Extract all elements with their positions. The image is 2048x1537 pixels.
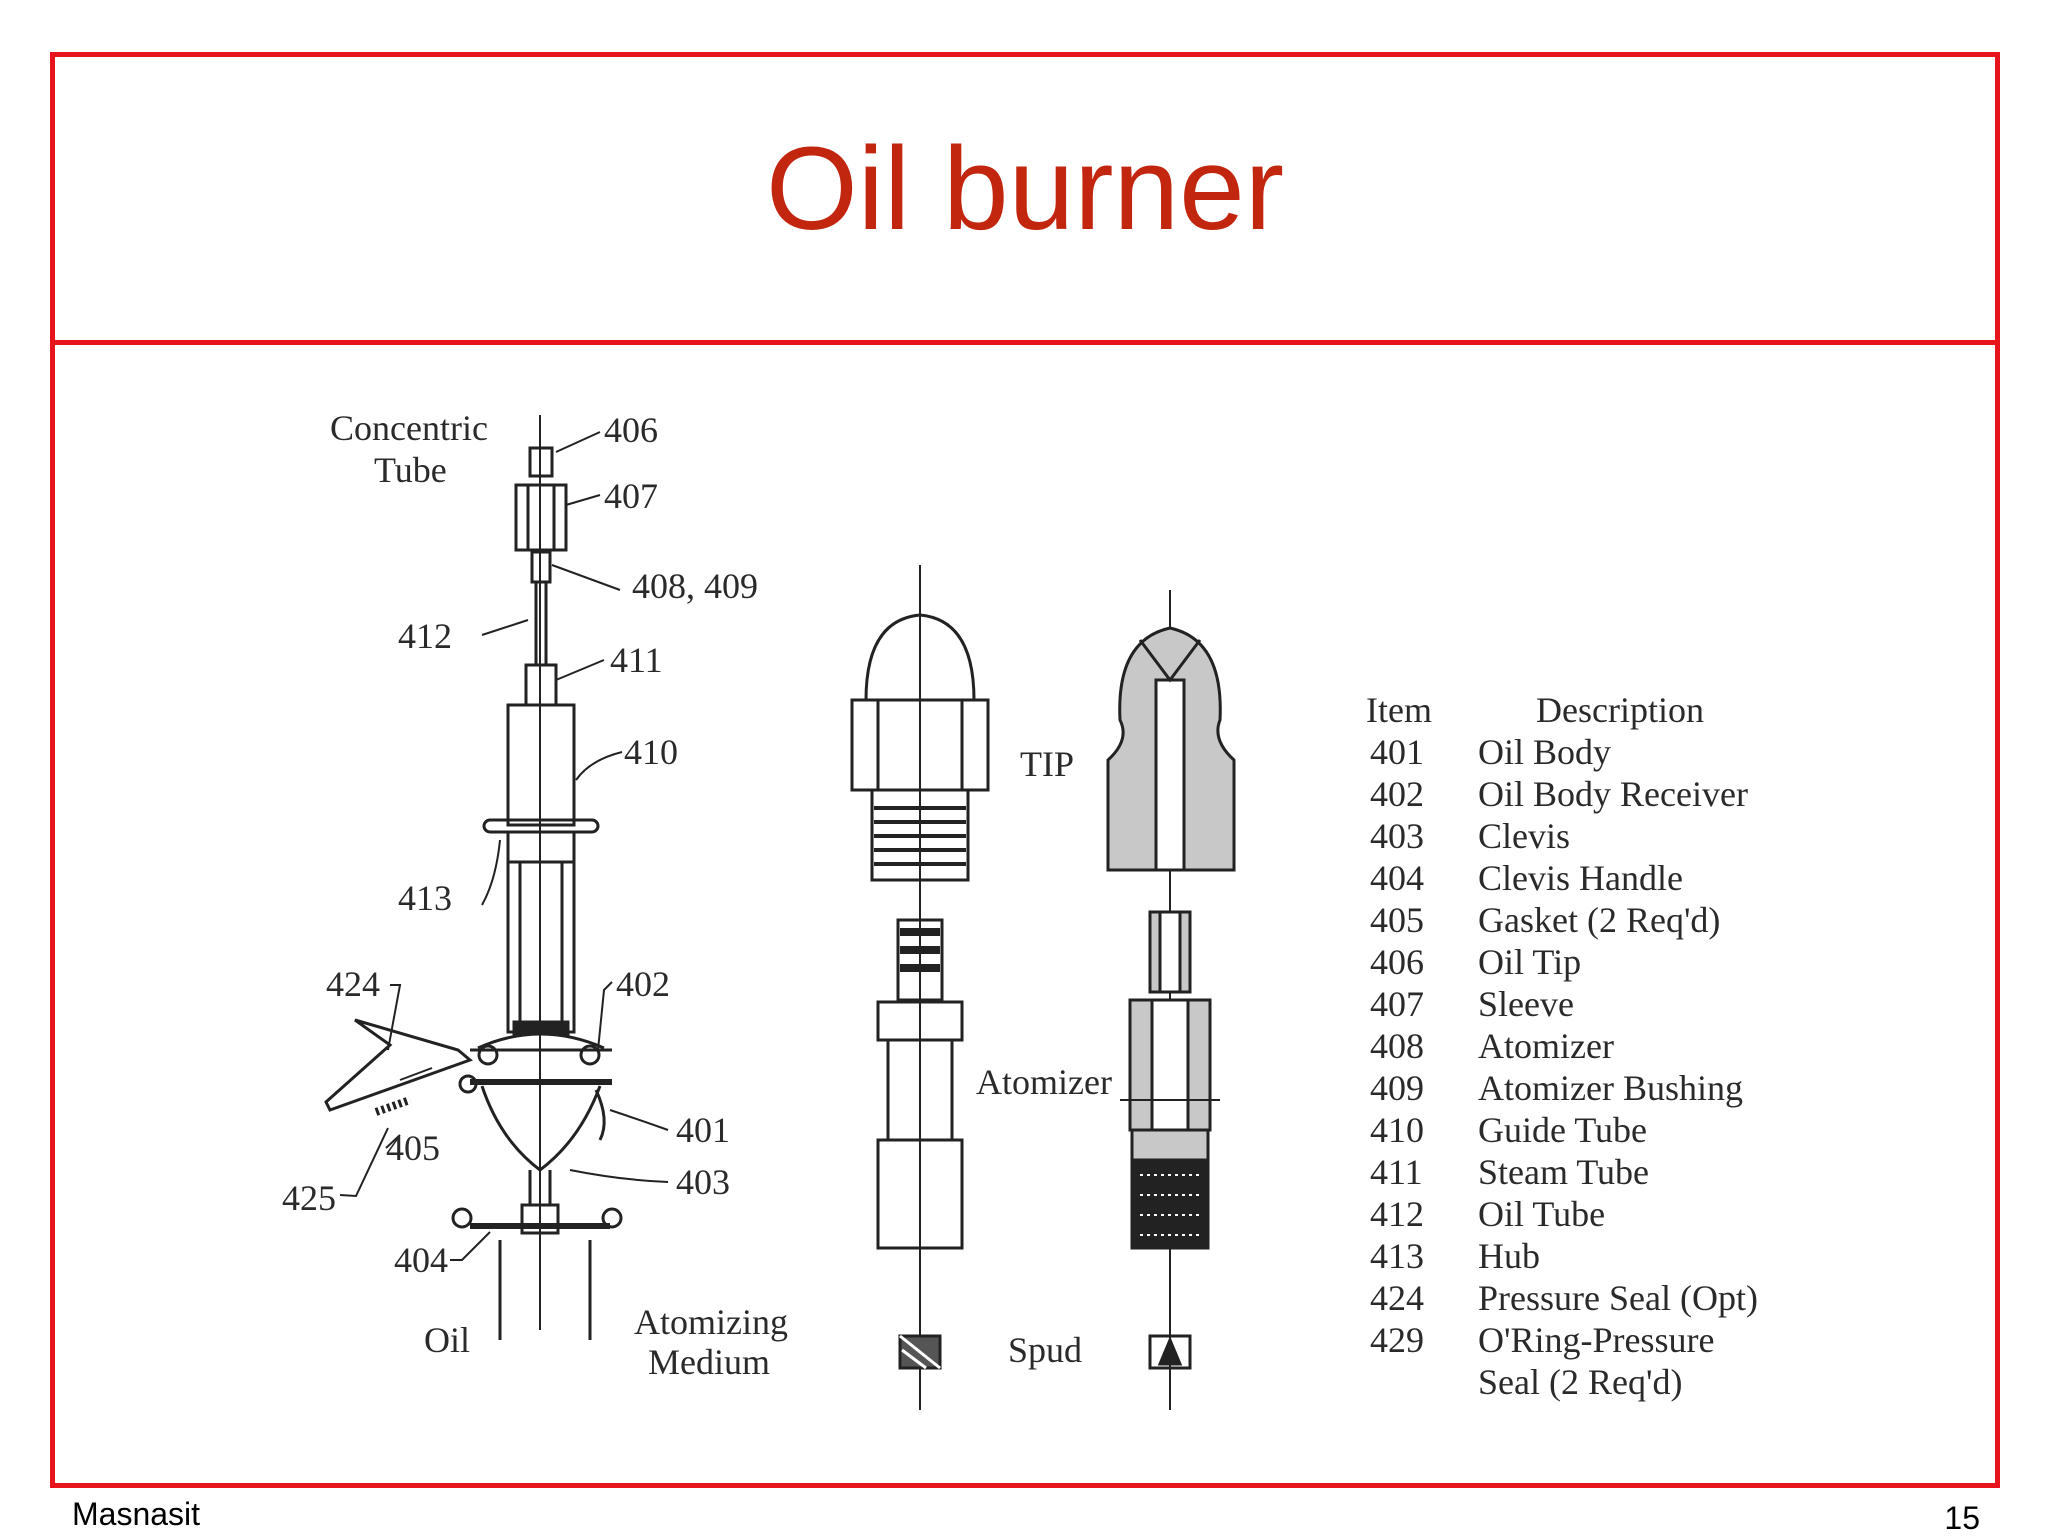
table-row-item: 403 bbox=[1370, 816, 1424, 856]
table-row-description: Oil Tip bbox=[1478, 942, 1581, 982]
tip-atomizer-section-drawing bbox=[1106, 590, 1236, 1410]
table-row-item: 413 bbox=[1370, 1236, 1424, 1276]
table-header-item: Item bbox=[1366, 690, 1432, 730]
table-row-description: Sleeve bbox=[1478, 984, 1574, 1024]
label-404: 404 bbox=[394, 1240, 448, 1280]
slide-frame bbox=[50, 52, 2000, 1488]
label-atomizing-1: Atomizing bbox=[634, 1302, 788, 1342]
label-424: 424 bbox=[326, 964, 380, 1004]
label-412: 412 bbox=[398, 616, 452, 656]
table-row-item: 407 bbox=[1370, 984, 1424, 1024]
title-separator bbox=[50, 340, 2000, 345]
label-tip: TIP bbox=[1020, 744, 1074, 784]
table-row-item: 401 bbox=[1370, 732, 1424, 772]
label-atomizing-2: Medium bbox=[648, 1342, 770, 1382]
table-row-item: 409 bbox=[1370, 1068, 1424, 1108]
table-row-item: 408 bbox=[1370, 1026, 1424, 1066]
table-row-description: Oil Body Receiver bbox=[1478, 774, 1748, 814]
table-row-item: 412 bbox=[1370, 1194, 1424, 1234]
table-row-item: 405 bbox=[1370, 900, 1424, 940]
table-row-description: Clevis Handle bbox=[1478, 858, 1683, 898]
label-402: 402 bbox=[616, 964, 670, 1004]
table-row-description: Seal (2 Req'd) bbox=[1478, 1362, 1682, 1402]
label-408-409: 408, 409 bbox=[632, 566, 758, 606]
label-401: 401 bbox=[676, 1110, 730, 1150]
table-row-description: Hub bbox=[1478, 1236, 1540, 1276]
label-oil: Oil bbox=[424, 1320, 470, 1360]
table-row-description: Atomizer Bushing bbox=[1478, 1068, 1743, 1108]
label-concentric-tube-1: Concentric bbox=[330, 408, 488, 448]
parts-table: Item Description 401 Oil Body 402 Oil Body … bbox=[1366, 690, 1758, 1402]
label-spud: Spud bbox=[1008, 1330, 1082, 1370]
table-row-description: O'Ring-Pressure bbox=[1478, 1320, 1714, 1360]
label-concentric-tube-2: Tube bbox=[374, 450, 447, 490]
table-row-description: Atomizer bbox=[1478, 1026, 1614, 1066]
label-413: 413 bbox=[398, 878, 452, 918]
table-row-description: Oil Tube bbox=[1478, 1194, 1605, 1234]
table-row-description: Guide Tube bbox=[1478, 1110, 1647, 1150]
label-410: 410 bbox=[624, 732, 678, 772]
table-row-item: 424 bbox=[1370, 1278, 1424, 1318]
tip-atomizer-outline-drawing bbox=[850, 565, 990, 1410]
table-row-item: 410 bbox=[1370, 1110, 1424, 1150]
label-407: 407 bbox=[604, 476, 658, 516]
table-row-description: Gasket (2 Req'd) bbox=[1478, 900, 1720, 940]
table-row-item: 406 bbox=[1370, 942, 1424, 982]
table-row-item: 402 bbox=[1370, 774, 1424, 814]
table-row-item: 429 bbox=[1370, 1320, 1424, 1360]
label-406: 406 bbox=[604, 410, 658, 450]
table-row-item: 404 bbox=[1370, 858, 1424, 898]
table-row-description: Clevis bbox=[1478, 816, 1570, 856]
page-number: 15 bbox=[1944, 1500, 1980, 1536]
footer-author: Masnasit bbox=[72, 1496, 201, 1532]
label-411: 411 bbox=[610, 640, 663, 680]
label-atomizer: Atomizer bbox=[976, 1062, 1112, 1102]
label-405: 405 bbox=[386, 1128, 440, 1168]
table-row-item: 411 bbox=[1370, 1152, 1423, 1192]
label-425: 425 bbox=[282, 1178, 336, 1218]
table-header-description: Description bbox=[1536, 690, 1704, 730]
slide-title: Oil burner bbox=[765, 123, 1285, 255]
label-403: 403 bbox=[676, 1162, 730, 1202]
table-row-description: Pressure Seal (Opt) bbox=[1478, 1278, 1758, 1318]
table-row-description: Oil Body bbox=[1478, 732, 1611, 772]
table-row-description: Steam Tube bbox=[1478, 1152, 1649, 1192]
burner-assembly-drawing bbox=[324, 415, 669, 1340]
